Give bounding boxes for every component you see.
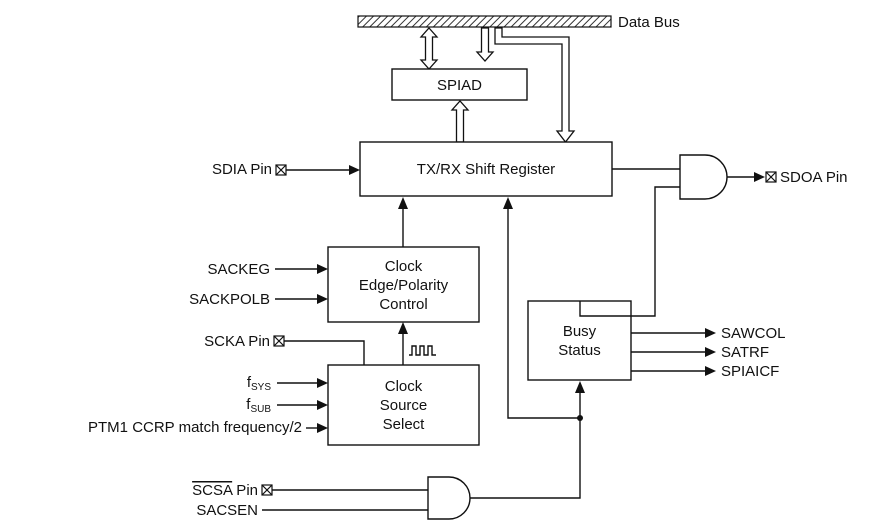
spiaicf-arrowhead [705,366,716,376]
clock-edge-line-3: Control [379,296,427,313]
sdoa-arrowhead [754,172,765,182]
ptm1-label: PTM1 CCRP match frequency/2 [88,419,302,436]
clock-edge-to-shift-arrowhead [398,197,408,209]
shift-register-block [359,141,613,197]
bus-spiad-double-arrow [419,27,439,70]
clock-source-line-2: Source [380,397,428,414]
satrf-arrowhead [705,347,716,357]
busy-to-and-wire [579,186,680,317]
shift-to-spiad-hollow-arrow [450,100,470,143]
busy-status-line-2: Status [558,342,601,359]
bus-to-shift-l-arrow [494,27,576,144]
ptm1-arrowhead [317,423,328,433]
enable-to-shift-arrowhead [503,197,513,209]
scsa-pin-icon [261,484,273,496]
scka-pin-label: SCKA Pin [204,333,270,350]
shift-register-label: TX/RX Shift Register [417,161,555,178]
data-bus-label: Data Bus [618,14,680,31]
satrf-label: SATRF [721,344,769,361]
fsub-label: fSUB [246,396,271,415]
sackpolb-arrowhead [317,294,328,304]
scsa-and-output-wire [470,392,581,499]
busy-status-line-1: Busy [563,323,597,340]
clock-source-line-1: Clock [385,378,423,395]
scka-pin-icon [273,335,285,347]
clock-source-to-edge-arrowhead [398,322,408,334]
data-bus [357,15,612,28]
junction-dot [577,415,583,421]
busy-input-arrowhead [575,381,585,393]
sdoa-pin-icon [765,171,777,183]
spiaicf-label: SPIAICF [721,363,779,380]
sawcol-arrowhead [705,328,716,338]
fsub-arrowhead [317,400,328,410]
sackeg-arrowhead [317,264,328,274]
sdoa-and-gate [679,154,728,200]
scka-wire [284,340,365,365]
scsa-and-gate [427,476,471,520]
scsa-overline-name: SCSA [192,482,233,499]
sdia-arrowhead [349,165,360,175]
sawcol-label: SAWCOL [721,325,785,342]
clock-source-line-3: Select [383,416,426,433]
sdia-pin-icon [275,164,287,176]
clock-edge-polarity-block [327,246,480,323]
clock-edge-line-2: Edge/Polarity [359,277,449,294]
bus-to-shift-hollow-arrow [475,27,495,62]
fsys-label: fSYS [247,374,272,393]
sackeg-label: SACKEG [207,261,270,278]
sackpolb-label: SACKPOLB [189,291,270,308]
clock-source-select-block [327,364,480,446]
spiad-label: SPIAD [437,77,482,94]
pulse-train-icon [409,345,436,356]
spiad-block [391,68,528,101]
busy-status-block [527,300,632,381]
sdia-pin-label: SDIA Pin [212,161,272,178]
sdoa-pin-label: SDOA Pin [780,169,848,186]
clock-edge-line-1: Clock [385,258,423,275]
fsys-arrowhead [317,378,328,388]
enable-to-shift-wire [507,209,580,419]
sacsen-label: SACSEN [196,502,258,519]
scsa-pin-label: SCSA Pin [192,482,258,499]
